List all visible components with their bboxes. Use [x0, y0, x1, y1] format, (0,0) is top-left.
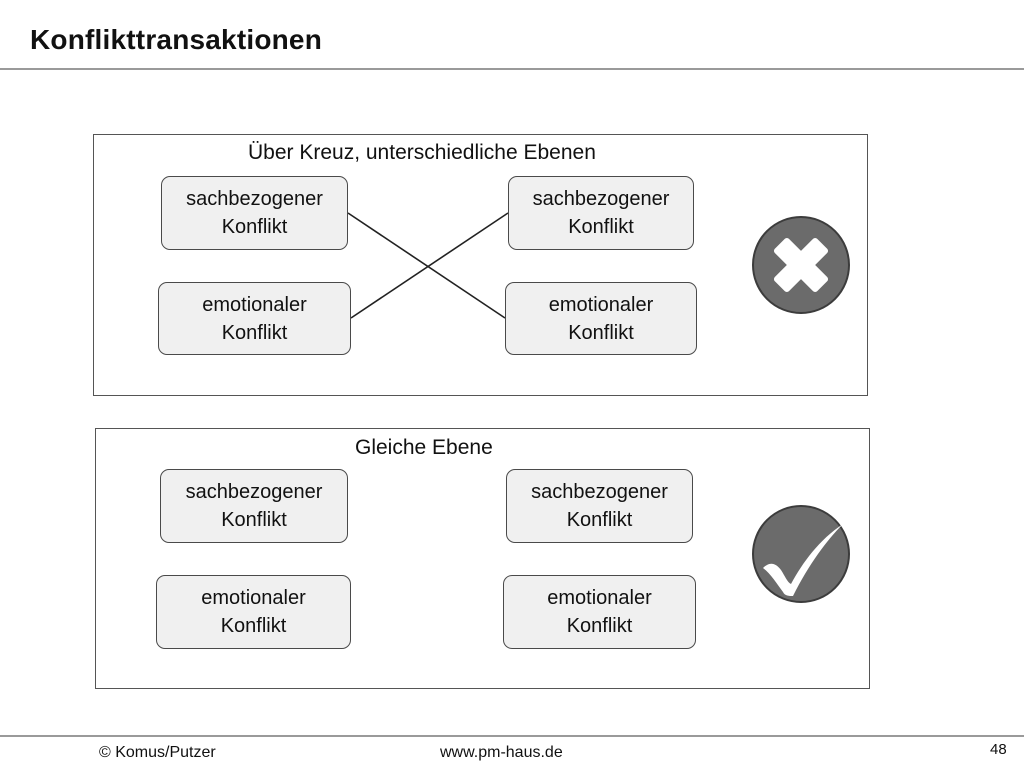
box-line-2: Konflikt — [220, 615, 287, 637]
panel-same-level-left-top-box: sachbezogener Konflikt — [160, 469, 348, 543]
connector-emotional-to-sach — [350, 212, 509, 319]
box-line-2: Konflikt — [566, 509, 633, 531]
box-line-2: Konflikt — [568, 321, 634, 344]
panel-same-level-right-top-box: sachbezogener Konflikt — [506, 469, 693, 543]
box-line-1: emotionaler — [201, 587, 306, 609]
footer-copyright: © Komus/Putzer — [99, 744, 216, 761]
panel-crossed-right-bottom-box: emotionaler Konflikt — [505, 282, 697, 355]
page-number: 48 — [990, 741, 1007, 758]
panel-crossed-left-bottom-box: emotionaler Konflikt — [158, 282, 351, 355]
title-divider — [0, 68, 1024, 70]
connector-sach-to-emotional — [347, 212, 506, 319]
box-line-1: sachbezogener — [532, 188, 670, 210]
box-line-2: Konflikt — [221, 509, 287, 531]
footer-divider — [0, 735, 1024, 737]
panel-same-level-right-bottom-box: emotionaler Konflikt — [503, 575, 696, 649]
box-line-1: sachbezogener — [531, 481, 668, 503]
box-line-2: Konflikt — [221, 321, 288, 344]
box-line-2: Konflikt — [568, 216, 634, 238]
footer-website: www.pm-haus.de — [440, 744, 563, 761]
check-icon — [752, 505, 850, 603]
panel-crossed-right-top-box: sachbezogener Konflikt — [508, 176, 694, 250]
panel-same-level-left-bottom-box: emotionaler Konflikt — [156, 575, 351, 649]
panel-crossed-left-top-box: sachbezogener Konflikt — [161, 176, 348, 250]
box-line-1: emotionaler — [202, 293, 307, 316]
panel-same-level-title: Gleiche Ebene — [355, 436, 493, 459]
box-line-2: Konflikt — [566, 615, 633, 637]
box-line-1: emotionaler — [548, 293, 654, 316]
box-line-2: Konflikt — [221, 216, 288, 238]
box-line-1: sachbezogener — [185, 481, 323, 503]
box-line-1: emotionaler — [547, 587, 652, 609]
slide-title: Konflikttransaktionen — [30, 24, 323, 55]
x-icon — [752, 216, 850, 314]
panel-crossed-title: Über Kreuz, unterschiedliche Ebenen — [248, 141, 596, 164]
box-line-1: sachbezogener — [186, 188, 323, 210]
